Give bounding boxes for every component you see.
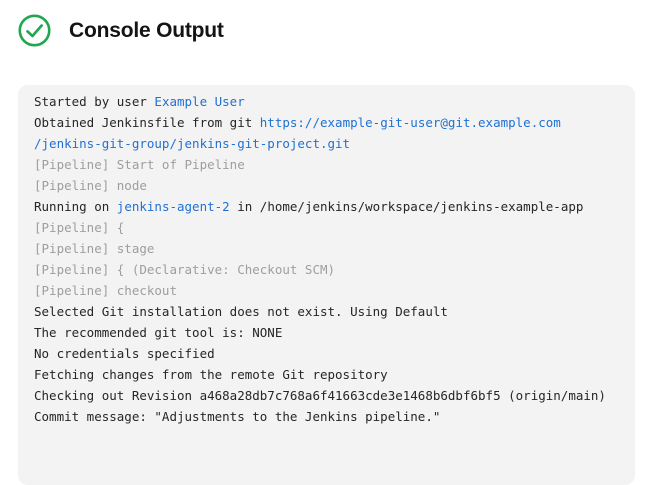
console-text: Running on [34, 199, 117, 214]
console-text: in /home/jenkins/workspace/jenkins-examp… [229, 199, 584, 214]
console-text: The recommended git tool is: NONE [34, 325, 283, 340]
console-pipeline-text: [Pipeline] { [34, 220, 125, 235]
console-line: [Pipeline] Start of Pipeline [34, 154, 619, 175]
console-line: /jenkins-git-group/jenkins-git-project.g… [34, 133, 619, 154]
console-link[interactable]: Example User [154, 94, 245, 109]
console-link[interactable]: https://example-git-user@git.example.com [259, 115, 561, 130]
console-line: Running on jenkins-agent-2 in /home/jenk… [34, 196, 619, 217]
console-line: Fetching changes from the remote Git rep… [34, 364, 619, 385]
build-success-check-icon [17, 13, 52, 48]
console-line: No credentials specified [34, 343, 619, 364]
console-link[interactable]: jenkins-agent-2 [116, 199, 230, 214]
console-line: Checking out Revision a468a28db7c768a6f4… [34, 385, 619, 406]
console-text: Checking out Revision a468a28db7c768a6f4… [34, 388, 606, 403]
console-text: Started by user [34, 94, 155, 109]
console-link[interactable]: /jenkins-git-group/jenkins-git-project.g… [34, 136, 351, 151]
console-line: Obtained Jenkinsfile from git https://ex… [34, 112, 619, 133]
console-line: [Pipeline] node [34, 175, 619, 196]
console-pipeline-text: [Pipeline] checkout [34, 283, 177, 298]
console-text: Obtained Jenkinsfile from git [34, 115, 260, 130]
console-line: [Pipeline] checkout [34, 280, 619, 301]
console-text: No credentials specified [34, 346, 215, 361]
console-pipeline-text: [Pipeline] { (Declarative: Checkout SCM) [34, 262, 336, 277]
console-text: Selected Git installation does not exist… [34, 304, 448, 319]
console-line: Started by user Example User [34, 91, 619, 112]
console-line: [Pipeline] stage [34, 238, 619, 259]
console-pipeline-text: [Pipeline] Start of Pipeline [34, 157, 245, 172]
console-pipeline-text: [Pipeline] stage [34, 241, 155, 256]
console-pipeline-text: [Pipeline] node [34, 178, 147, 193]
console-line: Selected Git installation does not exist… [34, 301, 619, 322]
console-line: [Pipeline] { [34, 217, 619, 238]
page-title: Console Output [69, 18, 224, 42]
console-line: The recommended git tool is: NONE [34, 322, 619, 343]
console-line: [Pipeline] { (Declarative: Checkout SCM) [34, 259, 619, 280]
console-text: Fetching changes from the remote Git rep… [34, 367, 388, 382]
console-output-header: Console Output [0, 0, 650, 48]
console-text: Commit message: "Adjustments to the Jenk… [34, 409, 441, 424]
console-line: Commit message: "Adjustments to the Jenk… [34, 406, 619, 427]
